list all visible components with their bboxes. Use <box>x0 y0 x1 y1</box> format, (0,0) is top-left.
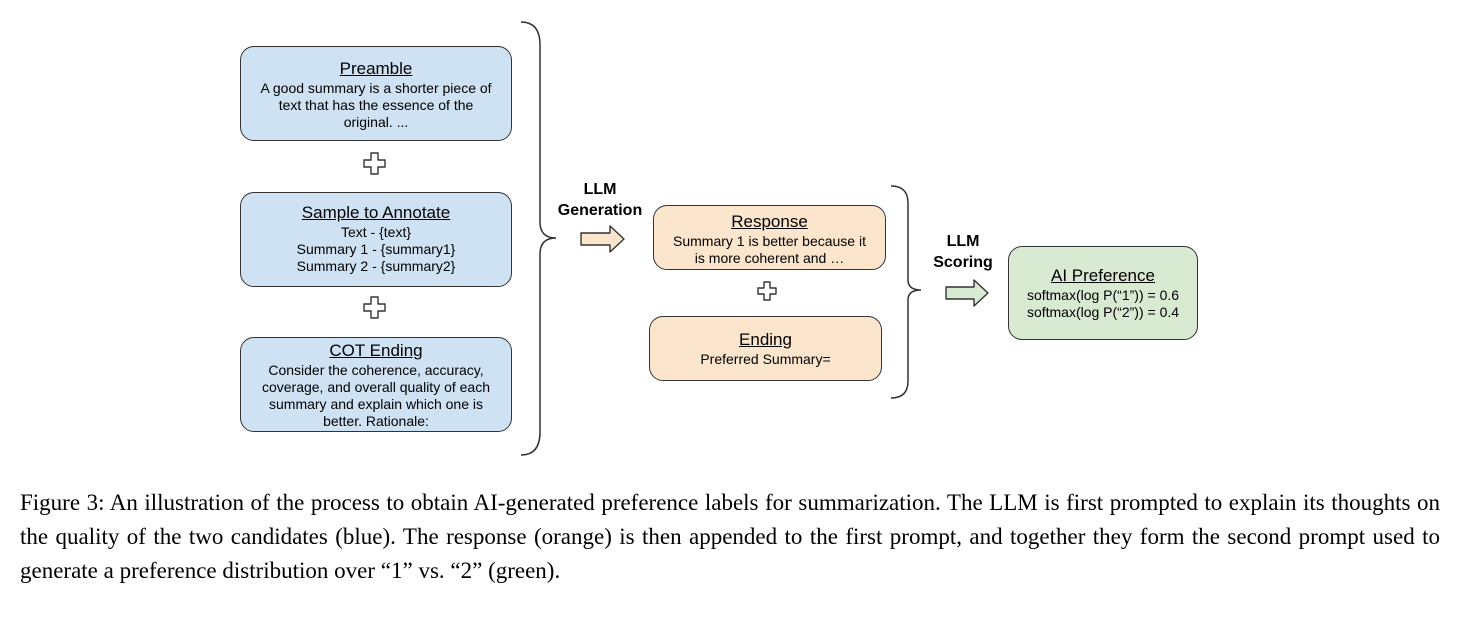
ending-box: Ending Preferred Summary= <box>649 316 882 381</box>
response-line: is more coherent and … <box>694 250 845 266</box>
ending-line: Preferred Summary= <box>700 351 831 367</box>
preamble-box: Preamble A good summary is a shorter pie… <box>240 46 512 141</box>
generation-arrow-icon <box>580 225 625 253</box>
cot-line: summary and explain which one is <box>269 396 483 412</box>
figure-caption: Figure 3: An illustration of the process… <box>20 490 1440 583</box>
cot-line: better. Rationale: <box>323 413 429 429</box>
plus-icon <box>363 152 386 175</box>
scoring-arrow-icon <box>945 279 989 307</box>
response-title: Response <box>731 212 808 231</box>
ai-preference-box: AI Preference softmax(log P(“1”)) = 0.6 … <box>1008 246 1198 340</box>
ai-preference-line: softmax(log P(“1”)) = 0.6 <box>1026 287 1180 303</box>
preamble-line: original. ... <box>343 114 409 130</box>
sample-to-annotate-box: Sample to Annotate Text - {text} Summary… <box>240 192 512 287</box>
cot-title: COT Ending <box>329 341 423 360</box>
generation-label-line: LLM <box>583 181 617 198</box>
plus-icon <box>363 296 386 319</box>
cot-line: coverage, and overall quality of each <box>261 379 491 395</box>
ending-title: Ending <box>739 330 792 349</box>
response-line: Summary 1 is better because it <box>673 233 866 249</box>
preamble-line: A good summary is a shorter piece of <box>260 80 492 96</box>
cot-ending-box: COT Ending Consider the coherence, accur… <box>240 337 512 432</box>
right-brace-icon <box>890 185 922 399</box>
sample-title: Sample to Annotate <box>301 203 451 222</box>
preamble-title: Preamble <box>339 59 413 78</box>
left-brace-icon <box>520 21 557 456</box>
ai-preference-line: softmax(log P(“2”)) = 0.4 <box>1026 304 1180 320</box>
sample-line: Text - {text} <box>340 224 412 240</box>
llm-generation-label: LLM Generation <box>548 179 652 221</box>
preamble-line: text that has the essence of the <box>278 97 474 113</box>
generation-label-line: Generation <box>557 202 643 219</box>
scoring-label-line: LLM <box>946 233 980 250</box>
scoring-label-line: Scoring <box>933 254 993 271</box>
cot-line: Consider the coherence, accuracy, <box>268 362 484 378</box>
ai-preference-title: AI Preference <box>1051 266 1155 285</box>
response-box: Response Summary 1 is better because it … <box>653 205 886 270</box>
sample-line: Summary 1 - {summary1} <box>296 241 456 257</box>
diagram-connectors <box>363 21 989 456</box>
plus-icon <box>757 281 777 301</box>
llm-scoring-label: LLM Scoring <box>920 231 1006 273</box>
sample-line: Summary 2 - {summary2} <box>296 258 456 274</box>
